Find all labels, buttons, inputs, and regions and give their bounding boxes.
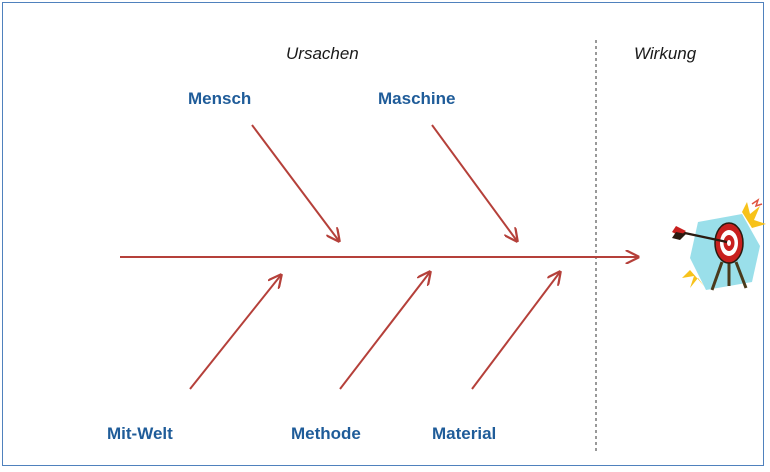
target-with-arrow-icon xyxy=(672,198,766,291)
bone-arrow-mensch xyxy=(251,124,339,241)
cause-label-maschine: Maschine xyxy=(378,89,456,108)
bone-arrow-mit-welt xyxy=(189,275,281,390)
bone-arrow-material xyxy=(471,272,560,390)
causes-header: Ursachen xyxy=(286,44,359,63)
cause-label-material: Material xyxy=(432,424,497,443)
cause-label-mensch: Mensch xyxy=(188,89,252,108)
diagram-frame xyxy=(2,2,764,466)
bone-arrow-methode xyxy=(339,272,430,390)
cause-label-mit-welt: Mit-Welt xyxy=(107,424,173,443)
effect-header: Wirkung xyxy=(634,44,697,63)
cause-label-methode: Methode xyxy=(291,424,361,443)
bone-arrow-maschine xyxy=(431,124,517,241)
